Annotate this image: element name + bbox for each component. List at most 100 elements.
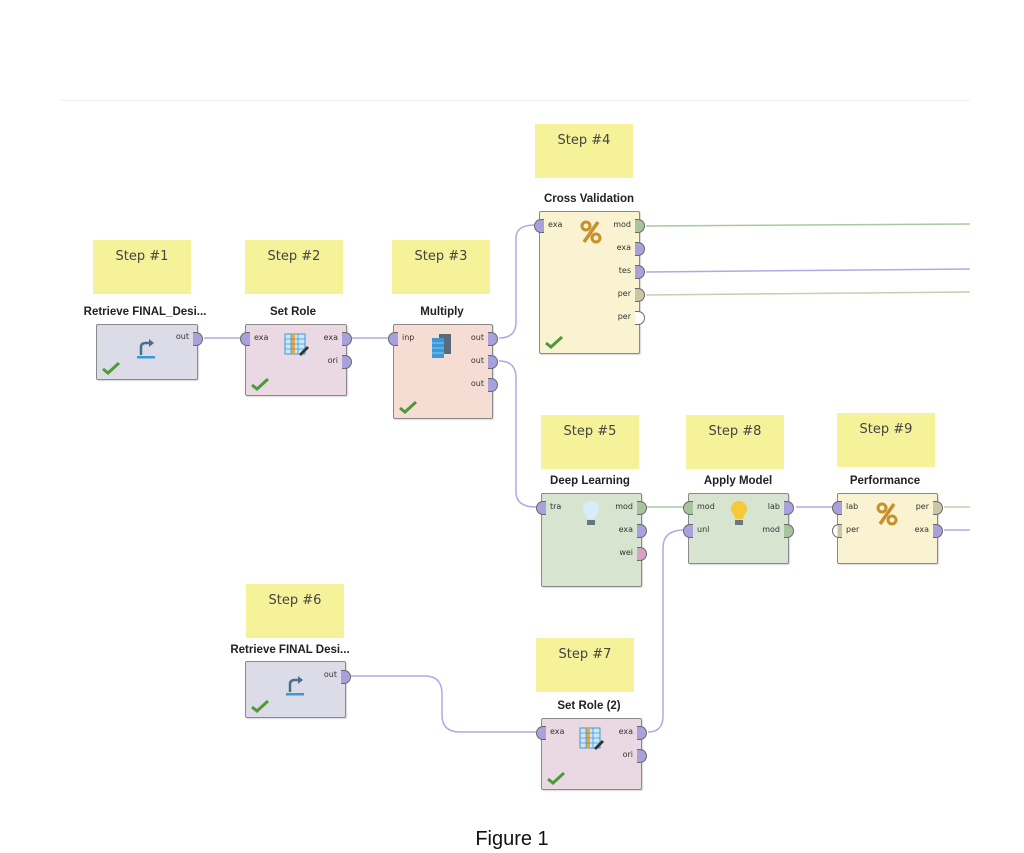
port-label-exa: exa	[323, 333, 338, 342]
output-port-tes[interactable]	[635, 265, 645, 279]
step-note-1[interactable]: Step #1	[93, 240, 191, 294]
port-label-ori: ori	[327, 356, 338, 365]
input-port-exa[interactable]	[534, 219, 544, 233]
port-label-out: out	[470, 333, 484, 342]
operator-cross-validation[interactable]: exa mod exa tes per per	[534, 211, 645, 357]
output-port-ori[interactable]	[342, 355, 352, 369]
port-label-out: out	[470, 356, 484, 365]
set-role-table-icon	[284, 333, 309, 356]
operator-title-deep-learning: Deep Learning	[550, 475, 630, 487]
input-port-lab[interactable]	[832, 501, 842, 515]
port-label-exa: exa	[616, 243, 631, 252]
operator-title-retrieve-2: Retrieve FINAL Desi...	[230, 644, 350, 656]
port-label-out: out	[323, 670, 337, 679]
step-note-6[interactable]: Step #6	[246, 584, 344, 638]
lightbulb-icon	[731, 501, 747, 525]
output-port-exa[interactable]	[933, 524, 943, 538]
output-port-mod[interactable]	[637, 501, 647, 515]
operator-title-apply-model: Apply Model	[703, 475, 773, 487]
port-label-lab: lab	[767, 502, 780, 511]
port-label-mod: mod	[697, 502, 715, 511]
output-port-out-3[interactable]	[488, 378, 498, 392]
output-port-out-2[interactable]	[488, 355, 498, 369]
port-label-wei: wei	[619, 548, 633, 557]
output-port-exa[interactable]	[637, 726, 647, 740]
output-port-per-2[interactable]	[635, 311, 645, 325]
port-label-per: per	[915, 502, 929, 511]
port-label-mod: mod	[615, 502, 633, 511]
step-note-9[interactable]: Step #9	[837, 413, 935, 467]
input-port-inp[interactable]	[388, 332, 398, 346]
step-note-5[interactable]: Step #5	[541, 415, 639, 469]
wire-crossval-mod-out[interactable]	[645, 223, 971, 227]
output-port-lab[interactable]	[784, 501, 794, 515]
wire-crossval-per-out[interactable]	[645, 291, 971, 296]
port-label-mod: mod	[762, 525, 780, 534]
input-port-per[interactable]	[832, 524, 842, 538]
output-port-out[interactable]	[193, 332, 203, 346]
input-port-exa[interactable]	[240, 332, 250, 346]
output-port-exa[interactable]	[342, 332, 352, 346]
output-port-mod[interactable]	[635, 219, 645, 233]
operator-title-set-role-2: Set Role (2)	[557, 700, 621, 712]
input-port-unl[interactable]	[683, 524, 693, 538]
operator-multiply[interactable]: inp out out out	[388, 324, 498, 419]
operator-set-role-2[interactable]: exa exa ori	[536, 718, 647, 790]
step-note-3[interactable]: Step #3	[392, 240, 490, 294]
wire-multiply-to-crossval[interactable]	[498, 224, 536, 339]
multiply-icon	[432, 334, 451, 358]
percent-icon	[580, 220, 602, 244]
operator-title-retrieve: Retrieve FINAL_Desi...	[83, 306, 207, 318]
canvas-top-divider	[60, 100, 970, 101]
port-label-exa: exa	[550, 727, 565, 736]
operator-retrieve-2[interactable]: out	[245, 661, 351, 718]
operator-set-role[interactable]: exa exa ori	[240, 324, 352, 396]
port-label-lab: lab	[846, 502, 859, 511]
operator-apply-model[interactable]: mod unl lab mod	[683, 493, 794, 564]
output-port-per[interactable]	[933, 501, 943, 515]
output-port-exa[interactable]	[635, 242, 645, 256]
step-note-2[interactable]: Step #2	[245, 240, 343, 294]
port-label-exa: exa	[618, 727, 633, 736]
success-check-icon	[547, 771, 565, 785]
operator-title-performance: Performance	[849, 475, 921, 487]
output-port-exa[interactable]	[637, 524, 647, 538]
output-port-wei[interactable]	[637, 547, 647, 561]
output-port-ori[interactable]	[637, 749, 647, 763]
operator-performance[interactable]: lab per per exa	[832, 493, 943, 564]
success-check-icon	[102, 361, 120, 375]
port-label-ori: ori	[622, 750, 633, 759]
output-port-out-1[interactable]	[488, 332, 498, 346]
operator-title-multiply: Multiply	[420, 306, 464, 318]
wire-multiply-to-deeplearning[interactable]	[498, 360, 537, 508]
port-label-out: out	[175, 332, 189, 341]
output-port-per-1[interactable]	[635, 288, 645, 302]
wire-crossval-tes-out[interactable]	[645, 268, 971, 273]
port-label-per: per	[617, 312, 631, 321]
port-label-exa: exa	[914, 525, 929, 534]
operator-retrieve[interactable]: out	[96, 324, 203, 380]
input-port-exa[interactable]	[536, 726, 546, 740]
step-note-4[interactable]: Step #4	[535, 124, 633, 178]
port-label-tra: tra	[550, 502, 562, 511]
port-label-exa: exa	[618, 525, 633, 534]
port-label-exa: exa	[548, 220, 563, 229]
port-label-per: per	[617, 289, 631, 298]
step-note-8[interactable]: Step #8	[686, 415, 784, 469]
port-label-out: out	[470, 379, 484, 388]
input-port-tra[interactable]	[536, 501, 546, 515]
output-port-out[interactable]	[341, 670, 351, 684]
success-check-icon	[251, 377, 269, 391]
success-check-icon	[251, 699, 269, 713]
port-label-unl: unl	[697, 525, 710, 534]
step-note-7[interactable]: Step #7	[536, 638, 634, 692]
port-label-mod: mod	[613, 220, 631, 229]
operator-title-cross-validation: Cross Validation	[543, 193, 635, 205]
wire-setrole2-to-applymodel[interactable]	[647, 529, 685, 733]
wire-retrieve2-to-setrole2[interactable]	[351, 675, 536, 733]
operator-deep-learning[interactable]: tra mod exa wei	[536, 493, 647, 587]
input-port-mod[interactable]	[683, 501, 693, 515]
output-port-mod[interactable]	[784, 524, 794, 538]
retrieve-icon	[286, 676, 304, 696]
